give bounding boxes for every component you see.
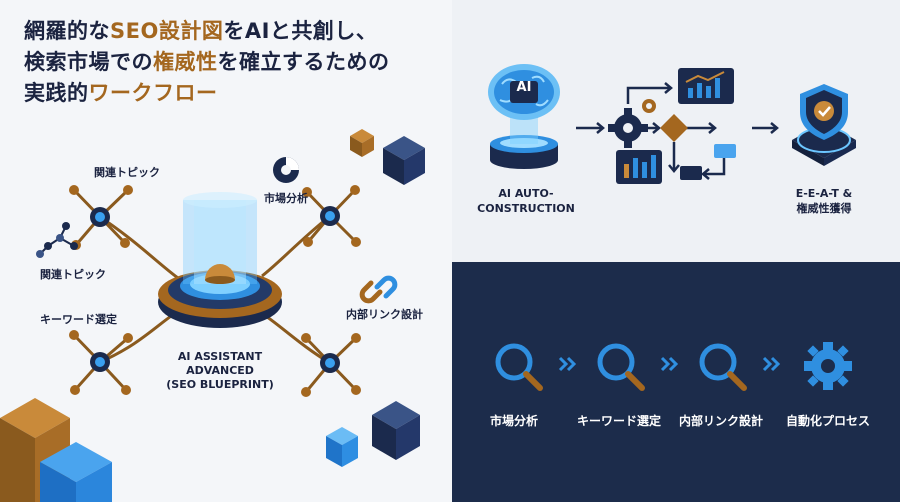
step-label-market-analysis: 市場分析 bbox=[489, 414, 538, 428]
headline-highlight: ワークフロー bbox=[88, 81, 218, 105]
cube-navy-bottom-right bbox=[372, 401, 420, 460]
decision-diamond bbox=[660, 114, 688, 142]
magnifier-icon-keyword bbox=[597, 343, 645, 391]
process-box-blue bbox=[714, 144, 736, 158]
headline-text: を確立するための bbox=[217, 50, 390, 74]
workflow-top-panel: AI AI AUTO- CONSTRUCTION E-E-A-T & 権威性獲得 bbox=[452, 0, 900, 262]
label-related-topic-top: 関連トピック bbox=[94, 166, 160, 179]
label-eeat: E-E-A-T & 権威性獲得 bbox=[782, 186, 866, 216]
seo-blueprint-illustration bbox=[0, 129, 425, 502]
label-ai-assistant: AI ASSISTANT ADVANCED (SEO BLUEPRINT) bbox=[162, 350, 278, 392]
link-icon bbox=[359, 275, 398, 304]
label-internal-link: 内部リンク設計 bbox=[346, 308, 423, 321]
cube-blue-bottom-right bbox=[326, 427, 358, 467]
label-ai-auto-construction: AI AUTO- CONSTRUCTION bbox=[474, 186, 578, 216]
chevron-icon bbox=[660, 356, 679, 372]
shield-icon bbox=[792, 84, 856, 166]
molecule-icon bbox=[36, 222, 78, 258]
network-hub-nodes bbox=[90, 206, 340, 373]
headline-text: をAIと共創し、 bbox=[223, 19, 378, 43]
network-endpoints bbox=[69, 185, 361, 397]
label-ai-auto-line: CONSTRUCTION bbox=[477, 202, 575, 215]
label-market-analysis: 市場分析 bbox=[264, 192, 308, 205]
ai-assistant-platform bbox=[158, 192, 282, 328]
label-related-topic-left: 関連トピック bbox=[40, 268, 106, 281]
headline: 網羅的なSEO設計図をAIと共創し、 検索市場での権威性を確立するための 実践的… bbox=[24, 16, 444, 109]
headline-text: 検索市場での bbox=[24, 50, 153, 74]
label-ai-assistant-line: (SEO BLUEPRINT) bbox=[166, 378, 274, 391]
magnifier-icon-link bbox=[699, 343, 747, 391]
step-label-internal-link: 内部リンク設計 bbox=[678, 414, 763, 428]
chevron-icon bbox=[558, 356, 577, 372]
ai-chip-label: AI bbox=[516, 80, 532, 95]
gear-icon-large bbox=[608, 108, 648, 148]
magnifier-icon-market bbox=[495, 343, 543, 391]
automation-flow-illustration bbox=[488, 64, 856, 184]
process-box-navy bbox=[680, 166, 702, 180]
label-ai-assistant-line: AI ASSISTANT bbox=[177, 350, 263, 363]
gear-icon-small bbox=[642, 99, 656, 113]
headline-text: 実践的 bbox=[24, 81, 89, 105]
headline-highlight: SEO設計図 bbox=[110, 19, 224, 43]
label-ai-auto-line: AI AUTO- bbox=[498, 187, 554, 200]
bar-chart-panel-bottom bbox=[616, 150, 662, 184]
gear-icon-automation bbox=[804, 342, 852, 390]
pie-chart-icon bbox=[273, 157, 299, 183]
left-panel: 網羅的なSEO設計図をAIと共創し、 検索市場での権威性を確立するための 実践的… bbox=[0, 0, 452, 502]
label-eeat-line: 権威性獲得 bbox=[796, 202, 852, 215]
headline-highlight: 権威性 bbox=[153, 50, 218, 74]
process-steps-panel: 市場分析 キーワード選定 内部リンク設計 自動化プロセス bbox=[452, 262, 900, 502]
label-eeat-line: E-E-A-T & bbox=[795, 187, 853, 200]
cube-blue-bottom-left bbox=[40, 442, 112, 502]
headline-text: 網羅的な bbox=[24, 19, 110, 43]
bar-chart-panel-top bbox=[678, 68, 734, 104]
label-keyword-selection: キーワード選定 bbox=[40, 313, 117, 326]
label-ai-assistant-line: ADVANCED bbox=[186, 364, 254, 377]
cube-navy-top bbox=[383, 136, 425, 185]
process-steps-illustration bbox=[495, 342, 852, 391]
brain-icon bbox=[488, 64, 560, 169]
step-label-automation: 自動化プロセス bbox=[785, 414, 870, 428]
chevron-icon bbox=[762, 356, 781, 372]
cube-small-gold bbox=[350, 129, 374, 157]
step-label-keyword-selection: キーワード選定 bbox=[576, 414, 661, 428]
